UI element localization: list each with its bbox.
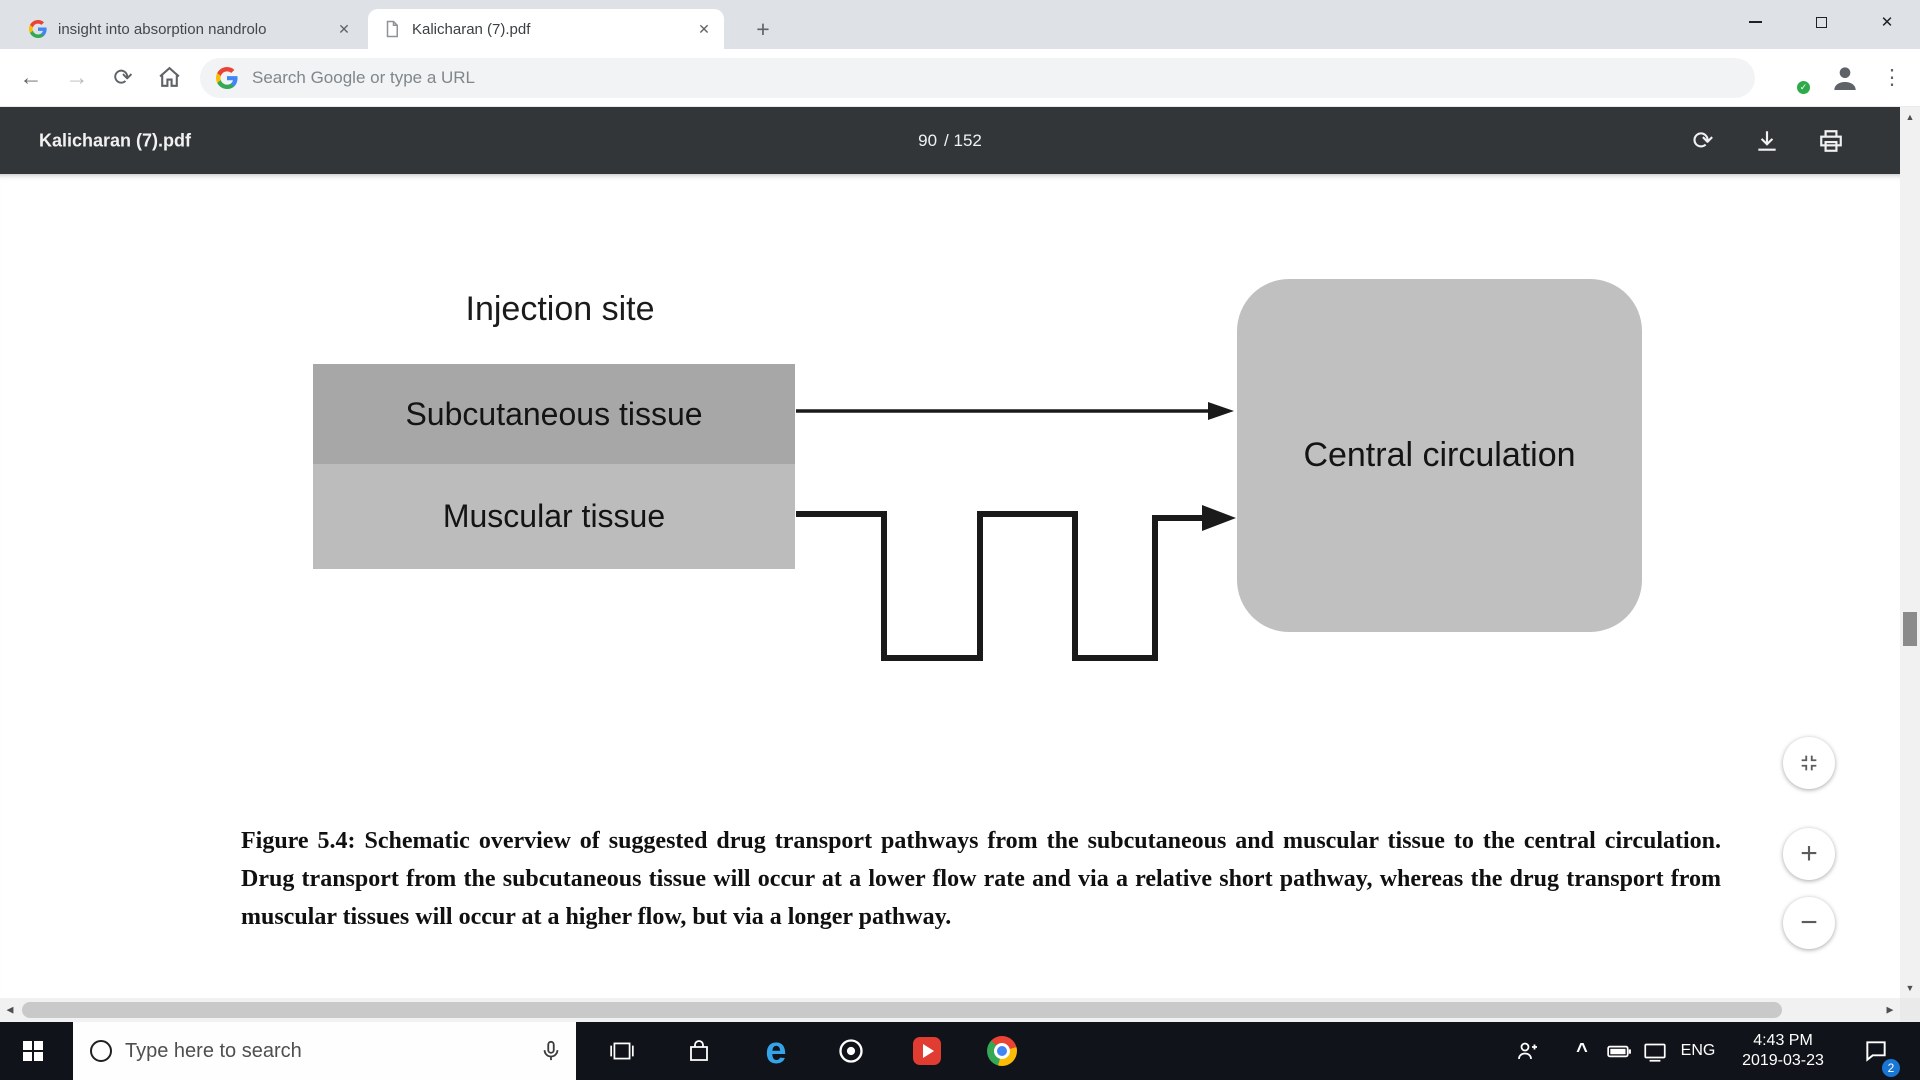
scroll-right-icon[interactable]: ▶ [1886,1004,1894,1015]
minimize-button[interactable] [1722,0,1788,44]
address-bar[interactable]: Search Google or type a URL [200,57,1755,98]
vertical-scrollbar-thumb[interactable] [1903,612,1917,646]
zoom-out-button[interactable]: − [1783,897,1835,949]
muscular-tissue-box: Muscular tissue [313,464,795,569]
plus-icon: + [1800,837,1818,870]
search-circle-icon [90,1040,112,1062]
page-indicator: 90 / 152 [918,131,982,151]
task-view-icon[interactable] [598,1022,646,1080]
notification-badge: 2 [1882,1059,1900,1077]
antivirus-extension-icon[interactable]: ✓ [1779,64,1811,95]
home-icon[interactable] [146,55,192,101]
screen-recorder-icon[interactable] [827,1022,875,1080]
close-tab-icon[interactable]: ✕ [698,20,710,37]
central-circulation-box: Central circulation [1237,279,1642,632]
print-icon[interactable] [1814,124,1848,158]
close-icon: ✕ [1880,14,1894,31]
vertical-scrollbar[interactable]: ▲ ▼ [1900,107,1920,998]
scroll-down-icon[interactable]: ▼ [1905,983,1915,993]
taskbar: Type here to search e ^ ENG 4:43 PM 2019… [0,1022,1920,1080]
maximize-button[interactable] [1788,0,1854,44]
tab-insight-article[interactable]: insight into absorption nandrolo ✕ [14,9,364,49]
scroll-up-icon[interactable]: ▲ [1905,112,1915,122]
central-circulation-label: Central circulation [1303,436,1576,474]
profile-avatar-icon[interactable] [1828,61,1862,95]
close-tab-icon[interactable]: ✕ [338,20,350,37]
taskbar-search-placeholder: Type here to search [125,1039,302,1062]
google-g-icon [216,66,238,89]
new-tab-button[interactable]: + [756,15,770,42]
close-window-button[interactable]: ✕ [1854,0,1920,44]
chrome-icon[interactable] [978,1022,1026,1080]
network-icon[interactable] [1633,1022,1677,1080]
pdf-toolbar: Kalicharan (7).pdf 90 / 152 ⟳ [0,107,1900,174]
page-total-label: / 152 [944,130,982,150]
taskbar-search[interactable]: Type here to search [73,1022,576,1080]
people-icon[interactable] [1503,1022,1551,1080]
scrollbar-corner [1900,998,1920,1022]
google-favicon-icon [28,19,48,39]
microsoft-store-icon[interactable] [675,1022,723,1080]
toolbar-right-buttons: ✓ ⋮ [1767,61,1912,95]
pdf-page: Injection site Subcutaneous tissue Muscu… [0,174,1900,998]
browser-toolbar: ← → ⟳ Search Google or type a URL ✓ ⋮ [0,49,1920,107]
injection-site-label: Injection site [465,290,655,328]
start-button[interactable] [0,1022,66,1080]
notification-icon [1866,1041,1886,1062]
edge-browser-icon[interactable]: e [765,1030,787,1072]
zoom-in-button[interactable]: + [1783,828,1835,880]
back-icon[interactable]: ← [19,64,43,90]
microphone-icon[interactable] [540,1040,562,1062]
tab-strip: insight into absorption nandrolo ✕ Kalic… [0,0,1920,49]
minimize-icon [1748,21,1762,23]
pdf-document-title: Kalicharan (7).pdf [39,130,192,150]
window-controls: ✕ [1722,0,1920,44]
media-player-icon[interactable] [903,1022,951,1080]
download-icon[interactable] [1750,124,1784,158]
minus-icon: − [1800,906,1818,939]
tab-title: insight into absorption nandrolo [58,20,267,38]
tab-title: Kalicharan (7).pdf [412,20,531,38]
pdf-actions: ⟳ [1686,124,1848,158]
windows-logo-icon [23,1041,43,1061]
date-label: 2019-03-23 [1742,1052,1824,1069]
tab-kalicharan-pdf[interactable]: Kalicharan (7).pdf ✕ [368,9,724,49]
page-number-input[interactable]: 90 [918,130,938,150]
time-label: 4:43 PM [1753,1032,1813,1049]
address-placeholder: Search Google or type a URL [252,67,476,87]
reload-icon[interactable]: ⟳ [113,64,133,90]
subcutaneous-tissue-box: Subcutaneous tissue [313,364,795,464]
scroll-left-icon[interactable]: ◀ [6,1004,14,1015]
battery-icon[interactable] [1597,1022,1641,1080]
figure-caption: Figure 5.4: Schematic overview of sugges… [241,828,1721,930]
horizontal-scrollbar-thumb[interactable] [22,1002,1782,1018]
pdf-document-icon [382,19,402,39]
maximize-icon [1815,16,1827,28]
injection-site-box: Subcutaneous tissue Muscular tissue [313,364,795,569]
horizontal-scrollbar[interactable]: ◀ ▶ [0,998,1900,1022]
language-indicator[interactable]: ENG [1680,1042,1716,1059]
browser-menu-icon[interactable]: ⋮ [1881,66,1903,89]
clock[interactable]: 4:43 PM 2019-03-23 [1718,1022,1848,1080]
forward-icon[interactable]: → [65,64,89,90]
fit-page-button[interactable] [1783,737,1835,789]
fit-page-icon [1801,755,1817,771]
extension-check-badge: ✓ [1796,80,1811,95]
action-center-button[interactable]: 2 [1852,1022,1900,1080]
tray-expand-icon[interactable]: ^ [1576,1039,1588,1062]
rotate-icon[interactable]: ⟳ [1692,126,1714,155]
